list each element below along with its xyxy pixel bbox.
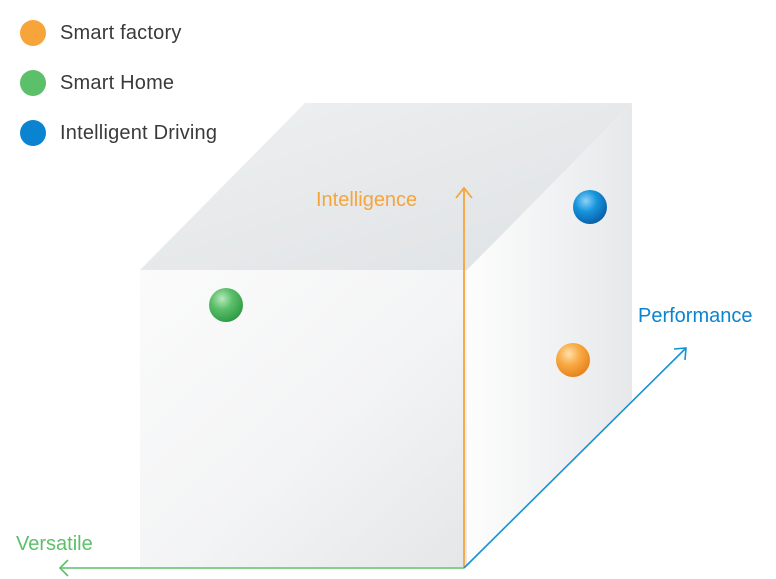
legend-label: Smart Home [60, 71, 175, 94]
cube-top-face [140, 103, 632, 270]
intelligent-driving-dot-icon [20, 120, 46, 146]
smart-factory-dot-icon [20, 20, 46, 46]
intelligence-axis [455, 186, 473, 568]
intelligent-driving-marker [573, 190, 607, 224]
intelligence-axis-label: Intelligence [316, 189, 417, 211]
legend-label: Intelligent Driving [60, 121, 218, 144]
smart-factory-marker [556, 343, 590, 377]
performance-axis-label: Performance [638, 305, 753, 327]
cube-front-face [140, 270, 467, 567]
versatile-axis [58, 559, 464, 577]
legend-label: Smart factory [60, 21, 182, 44]
legend-item-smart-factory: Smart factory [20, 8, 217, 58]
smart-home-dot-icon [20, 70, 46, 96]
versatile-axis-label: Versatile [16, 533, 93, 555]
smart-home-marker [209, 288, 243, 322]
legend-item-smart-home: Smart Home [20, 58, 217, 108]
legend: Smart factory Smart Home Intelligent Dri… [20, 8, 217, 158]
legend-item-intelligent-driving: Intelligent Driving [20, 108, 217, 158]
performance-axis [463, 347, 687, 569]
